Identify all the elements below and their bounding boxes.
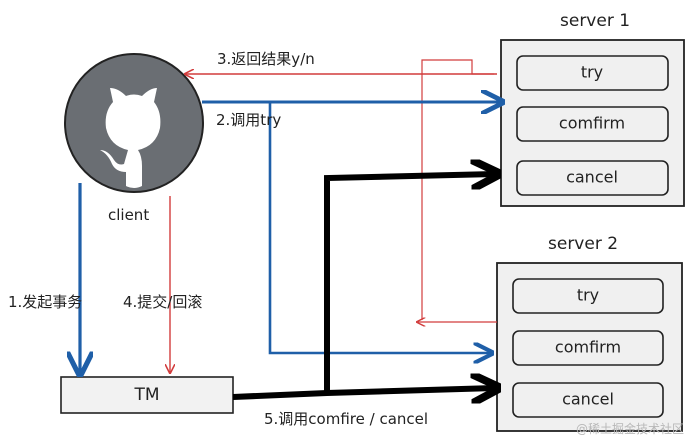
server-2: server 2 try comfirm cancel xyxy=(496,234,683,432)
server-2-try-label: try xyxy=(577,286,599,305)
server-2-cancel-button[interactable]: cancel xyxy=(512,382,664,418)
server-1-title: server 1 xyxy=(560,11,630,31)
commit-rollback-label: 4.提交/回滚 xyxy=(123,293,202,311)
server-1-cancel-button[interactable]: cancel xyxy=(516,160,669,196)
server-1-cancel-label: cancel xyxy=(566,168,618,187)
server-1: server 1 try comfirm cancel xyxy=(500,11,685,207)
server-1-confirm-button[interactable]: comfirm xyxy=(516,106,669,142)
client-node: client xyxy=(64,53,204,224)
server-1-try-label: try xyxy=(581,63,603,82)
call-try-arrow xyxy=(202,102,500,353)
server-2-try-button[interactable]: try xyxy=(512,278,664,314)
tm-node: TM xyxy=(60,376,234,414)
watermark: @稀土掘金技术社区 xyxy=(575,422,684,436)
server-1-confirm-label: comfirm xyxy=(559,114,625,133)
tm-box xyxy=(60,376,234,414)
tm-label: TM xyxy=(133,385,159,405)
client-label: client xyxy=(108,206,149,224)
start-transaction-label: 1.发起事务 xyxy=(8,293,82,311)
call-try-label: 2.调用try xyxy=(216,111,281,129)
github-octocat-icon xyxy=(100,88,161,188)
server-2-title: server 2 xyxy=(548,234,618,254)
call-confirm-cancel-label: 5.调用comfire / cancel xyxy=(264,410,428,428)
server-2-confirm-label: comfirm xyxy=(555,338,621,357)
return-result-arrow xyxy=(186,59,497,322)
server-2-cancel-label: cancel xyxy=(562,390,614,409)
server-2-confirm-button[interactable]: comfirm xyxy=(512,330,664,366)
call-confirm-cancel-arrow xyxy=(232,174,495,397)
server-1-try-button[interactable]: try xyxy=(516,55,669,91)
return-result-label: 3.返回结果y/n xyxy=(217,50,315,68)
